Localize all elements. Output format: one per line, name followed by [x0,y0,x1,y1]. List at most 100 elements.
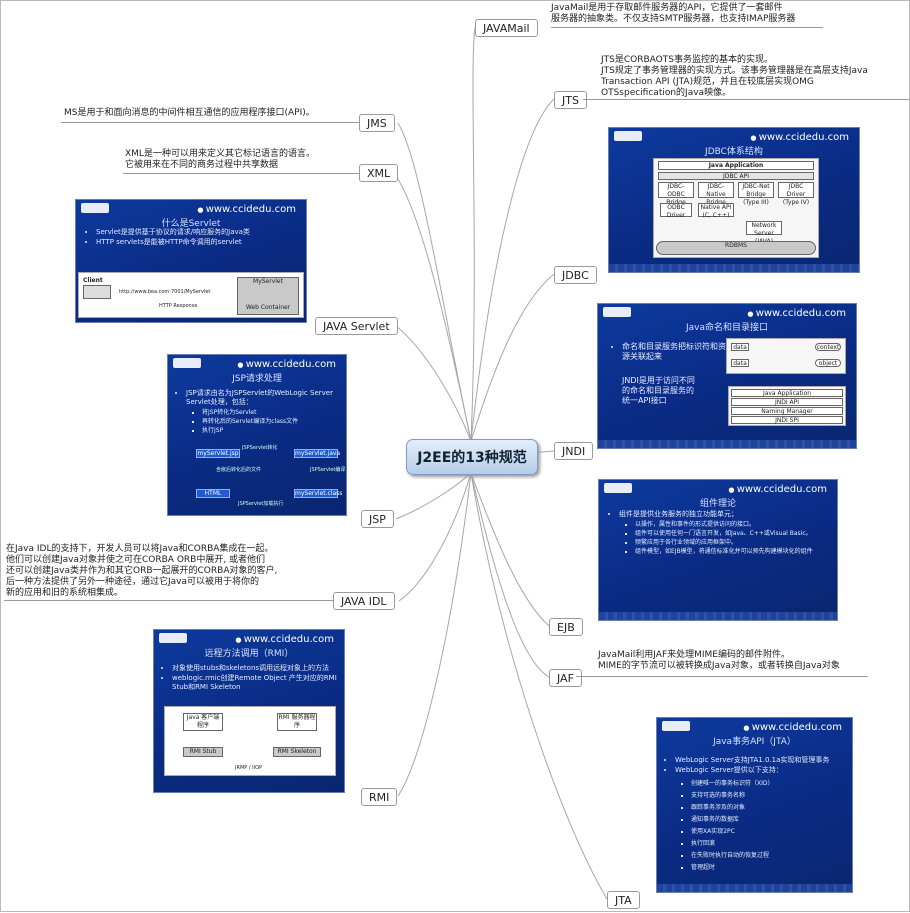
driver-box: JDBC-Net Bridge (Type III) [738,182,774,206]
note-jts: JTS是CORBAOTS事务监控的基本的实现。JTS规定了事务管理器的实现方式。… [601,55,868,98]
slide-bullets: Servlet是提供基于协议的请求/响应服务的Java类 HTTP servle… [82,228,306,248]
java-application-box: Java Application [658,161,814,170]
topic-java-idl[interactable]: JAVA IDL [333,592,395,610]
jdbc-api-box: JDBC API [658,172,814,180]
driver-box: JDBC Driver (Type IV) [778,182,814,206]
link-jts [470,98,555,442]
jdbc-slide-image: www.ccidedu.com JDBC体系结构 Java Applicatio… [608,127,860,273]
slide-bullets: JSP请求由名为JSPServlet的WebLogic Server Servl… [172,389,346,408]
slide-logo [173,358,201,368]
central-topic[interactable]: J2EE的13种规范 [406,439,538,475]
note-jaf: JavaMail利用JAF来处理MIME编码的邮件附件。MIME的字节流可以被转… [598,650,840,671]
slide-sub-bullets: 创建唯一的事务标识符（XID） 支持可选的事务名称 跟踪事务涉及的对象 通知事务… [677,778,852,874]
topic-jndi[interactable]: JNDI [554,442,594,460]
slide-title: JSP请求处理 [232,374,282,384]
slide-logo [159,633,187,643]
rmi-slide-image: www.ccidedu.com 远程方法调用（RMI） 对象使用stubs和sk… [153,629,345,793]
note-underline [576,676,868,677]
rmi-skeleton-box: RMI Skeleton [273,747,321,757]
layer-box: Naming Manager [731,407,843,415]
container-label: Web Container [245,304,291,311]
slide-url: www.ccidedu.com [197,204,296,215]
ejb-slide-image: www.ccidedu.com 组件理论 组件是提供业务服务的独立功能单元； 以… [598,479,838,621]
slide-footer [657,884,852,892]
link-jdbc [470,273,555,442]
jsp-step-label: JSPServlet编译 [310,467,346,473]
topic-jms[interactable]: JMS [359,114,395,132]
slide-bullets: 对象使用stubs和skeletons调用远程对象上的方法 weblogic.r… [158,664,344,693]
jsp-step-label: JSPServlet加载执行 [238,501,284,507]
servlet-request-diagram: Client http://www.bea.com:7001/MyServlet… [78,272,304,318]
jndi-slide-image: www.ccidedu.com Java命名和目录接口 命名和目录服务把标识符和… [597,303,857,449]
native-api-box: Native API (C, C++) [698,203,734,219]
slide-sub-bullets: 将JSP转化为Servlet 再转化后的Servlet编译为class文件 执行… [188,409,346,436]
slide-title: 远程方法调用（RMI） [204,649,294,659]
slide-logo [614,131,642,141]
request-url: http://www.bea.com:7001/MyServlet [119,289,211,295]
response-label: HTTP Response [159,303,198,309]
link-jta [470,472,608,900]
slide-title: 组件理论 [699,499,736,509]
slide-bullets: 命名和目录服务把标识符和资源关联起来 [608,342,732,363]
link-ejb [470,472,550,627]
slide-title: 什么是Servlet [161,219,221,229]
rmi-client-box: Java 客户端程序 [183,713,223,731]
note-java-idl: 在Java IDL的支持下，开发人员可以将Java和CORBA集成在一起。他们可… [6,544,278,598]
link-servlet [395,325,472,442]
topic-jta[interactable]: JTA [607,891,640,909]
jsp-step-label: 含嵌后转化后的文件 [216,467,262,473]
client-label: Client [83,277,103,284]
link-javamail [470,27,476,442]
rmi-protocol-label: JRMP / IIOP [235,765,263,771]
note-underline [123,173,359,174]
slide-logo [662,721,690,731]
slide-logo [603,307,631,317]
odbc-driver-box: ODBC Driver [660,203,692,219]
topic-jts[interactable]: JTS [554,91,587,109]
slide-url: www.ccidedu.com [728,484,827,495]
driver-box: JDBC-ODBC Bridge (Type I) [658,182,694,214]
slide-title: Java事务API（JTA） [713,737,796,747]
topic-rmi[interactable]: RMI [361,788,398,806]
object-node: object [815,359,841,367]
jdbc-architecture-diagram: Java Application JDBC API JDBC-ODBC Brid… [653,158,819,258]
slide-url: www.ccidedu.com [750,132,849,143]
link-xml [393,172,472,442]
note-underline [551,27,823,28]
topic-ejb[interactable]: EJB [549,618,583,636]
topic-jsp[interactable]: JSP [361,510,394,528]
topic-xml[interactable]: XML [359,164,399,182]
note-underline [61,122,359,123]
topic-java-servlet[interactable]: JAVA Servlet [315,317,398,335]
note-javamail: JavaMail是用于存取邮件服务器的API，它提供了一套邮件服务器的抽象类。不… [551,3,796,24]
jsp-node: myServlet.class [294,489,343,498]
jsp-node: HTML [196,489,230,498]
jsp-node: myServlet.jsp [196,449,240,458]
jsp-step-label: JSPServlet转化 [242,445,278,451]
link-idl [398,472,472,602]
rmi-server-box: RMI 服务器程序 [277,713,317,731]
data-tag: data [731,343,749,351]
note-underline [583,99,909,100]
network-server-box: Network Server (JAVA) [746,221,782,245]
rmi-stub-box: RMI Stub [183,747,223,757]
note-jms: MS是用于和面向消息的中间件相互通信的应用程序接口(API)。 [64,108,315,118]
jta-slide-image: www.ccidedu.com Java事务API（JTA） WebLogic … [656,717,853,893]
slide-sub-bullets: 以操作，属性和事件的形式提供访问的接口。 组件可以使用任何一门语言开发，如Jav… [621,521,825,557]
topic-javamail[interactable]: JAVAMail [475,19,538,37]
topic-jdbc[interactable]: JDBC [554,266,597,284]
topic-jaf[interactable]: JAF [549,669,582,687]
slide-title: JDBC体系结构 [705,147,763,157]
slide-title: Java命名和目录接口 [685,323,768,333]
layer-box: JNDI API [731,398,843,406]
rdbms-box: RDBMS [656,241,816,255]
jsp-node: myServlet.java [294,449,341,458]
link-jsp [395,472,472,520]
slide-bullets: WebLogic Server支持JTA1.0.1a实现和管理事务 WebLog… [661,756,852,776]
slide-url: www.ccidedu.com [743,722,842,733]
jndi-layer-diagram: Java Application JNDI API Naming Manager… [728,386,846,426]
slide-url: www.ccidedu.com [747,308,846,319]
jsp-slide-image: www.ccidedu.com JSP请求处理 JSP请求由名为JSPServl… [167,354,347,516]
